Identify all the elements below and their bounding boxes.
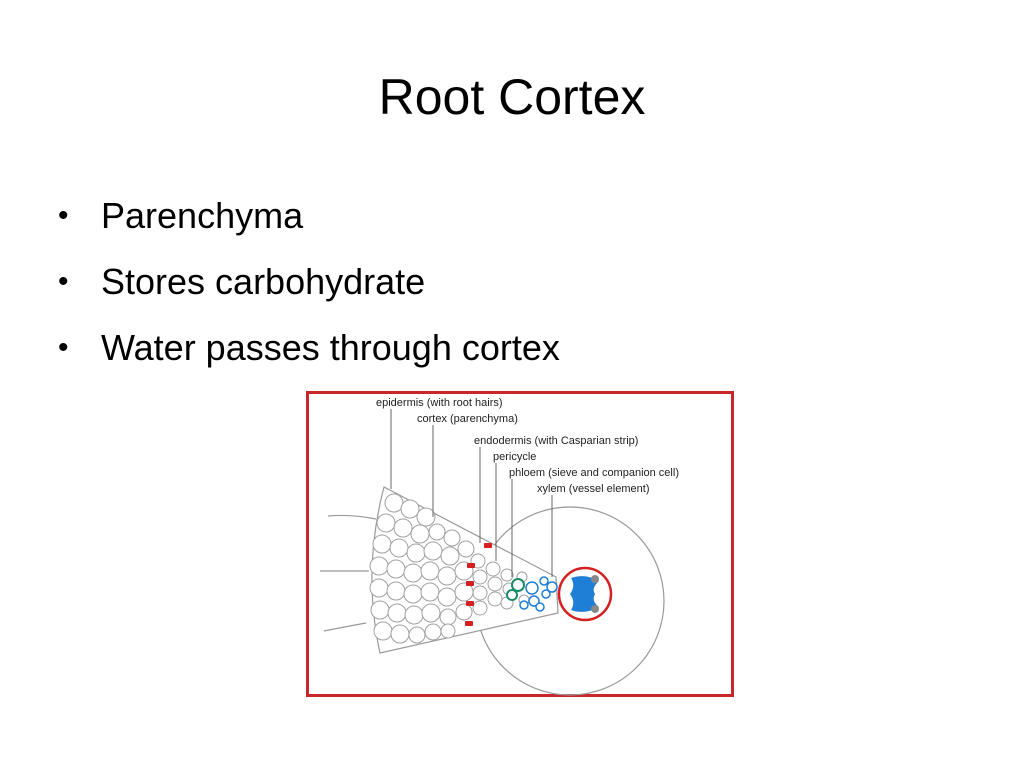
phloem-patch-top (591, 575, 599, 583)
leader-lines (390, 409, 553, 577)
bullet-dot-icon: • (58, 265, 69, 298)
bullet-text: Water passes through cortex (101, 327, 560, 368)
root-hairs (320, 514, 377, 632)
label-pericycle: pericycle (493, 451, 536, 463)
bullet-item: • Stores carbohydrate (58, 249, 560, 315)
bullet-item: • Water passes through cortex (58, 315, 560, 381)
bullet-text: Parenchyma (101, 195, 304, 236)
root-cross-section-figure: epidermis (with root hairs) cortex (pare… (306, 391, 734, 697)
bullet-dot-icon: • (58, 199, 69, 232)
bullet-list: • Parenchyma • Stores carbohydrate • Wat… (58, 183, 560, 381)
slide-title: Root Cortex (378, 69, 646, 125)
bullet-dot-icon: • (58, 331, 69, 364)
label-cortex: cortex (parenchyma) (417, 413, 518, 425)
label-xylem: xylem (vessel element) (537, 483, 649, 495)
phloem-cells (506, 578, 525, 601)
label-phloem: phloem (sieve and companion cell) (509, 467, 679, 479)
xylem-cross (570, 576, 599, 612)
bullet-item: • Parenchyma (58, 183, 560, 249)
phloem-patch-bottom (591, 605, 599, 613)
pericycle-cells (519, 576, 558, 612)
label-epidermis: epidermis (with root hairs) (376, 397, 503, 409)
label-endodermis: endodermis (with Casparian strip) (474, 435, 638, 447)
bullet-text: Stores carbohydrate (101, 261, 426, 302)
root-diagram-svg: epidermis (with root hairs) cortex (pare… (306, 391, 734, 697)
casparian-strip-marks (465, 543, 492, 626)
